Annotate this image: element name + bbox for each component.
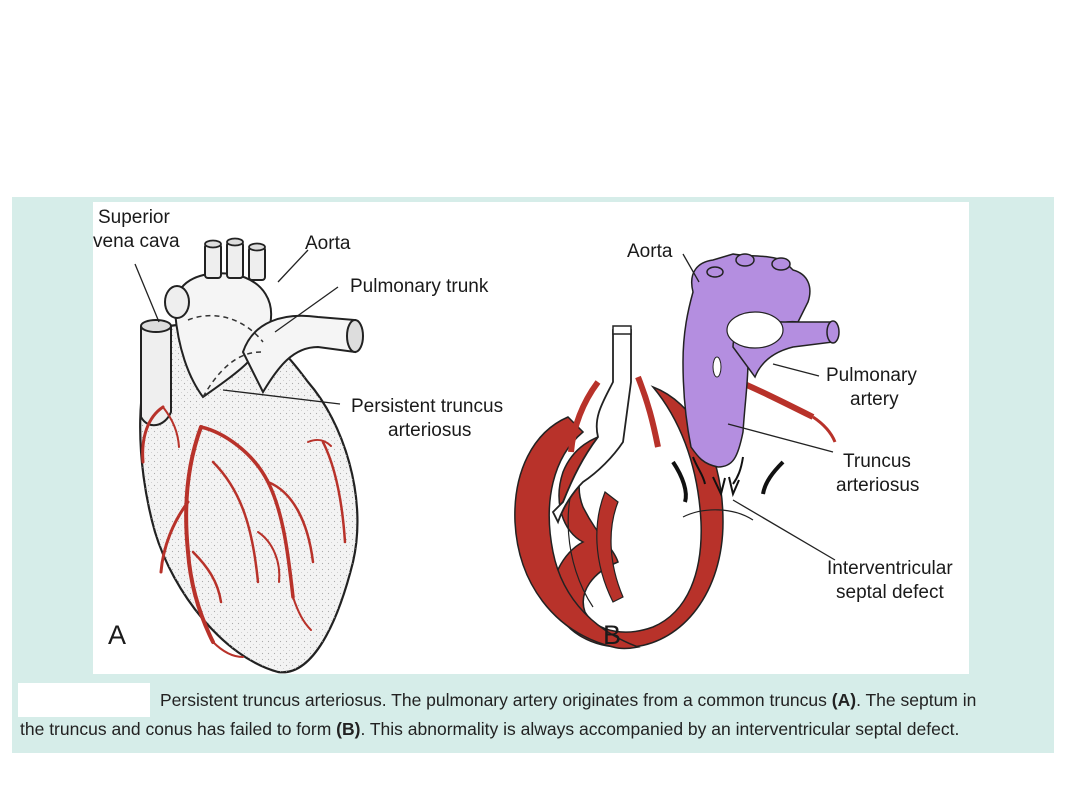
caption-ref-a: (A) [831, 690, 857, 710]
label-persistent-truncus-line2: arteriosus [388, 420, 472, 441]
caption-line-2: the truncus and conus has failed to form… [20, 716, 1050, 742]
interventricular-septum [596, 491, 624, 603]
label-superior-vena-cava-line1: Superior [98, 207, 170, 228]
label-aorta-a: Aorta [305, 233, 351, 254]
coronary-vessels [141, 405, 347, 658]
label-pulmonary-trunk: Pulmonary trunk [350, 276, 489, 297]
label-pulmonary-artery-line1: Pulmonary [826, 365, 917, 386]
panel-b-section-illustration [514, 253, 840, 650]
caption-redaction-box [18, 683, 150, 717]
panel-a-letter: A [108, 620, 127, 650]
superior-vena-cava-shape [140, 326, 172, 427]
caption-line2-tail: . This abnormality is always accompanied… [360, 719, 960, 739]
figure-panel: Superior vena cava Aorta Pulmonary trunk… [12, 197, 1054, 753]
caption-line1-text: Persistent truncus arteriosus. The pulmo… [160, 690, 832, 710]
vena-cava-section [551, 329, 632, 525]
label-aorta-b: Aorta [627, 241, 673, 262]
label-superior-vena-cava-line2: vena cava [93, 231, 180, 252]
label-ivsd-line1: Interventricular [827, 558, 953, 579]
label-pulmonary-artery-line2: artery [850, 389, 899, 410]
panel-a-heart-illustration [134, 237, 840, 674]
label-ivsd-line2: septal defect [836, 582, 944, 603]
caption-ref-b: (B) [336, 719, 361, 739]
panel-b-letter: B [603, 620, 622, 650]
caption-line1-tail: . The septum in [856, 690, 977, 710]
caption-line2-text: the truncus and conus has failed to form [20, 719, 337, 739]
label-truncus-arteriosus-line1: Truncus [843, 451, 911, 472]
caption-line-1: Persistent truncus arteriosus. The pulmo… [20, 687, 1050, 713]
figure-illustration-area: Superior vena cava Aorta Pulmonary trunk… [93, 202, 969, 674]
label-persistent-truncus-line1: Persistent truncus [351, 396, 504, 417]
label-truncus-arteriosus-line2: arteriosus [836, 475, 920, 496]
